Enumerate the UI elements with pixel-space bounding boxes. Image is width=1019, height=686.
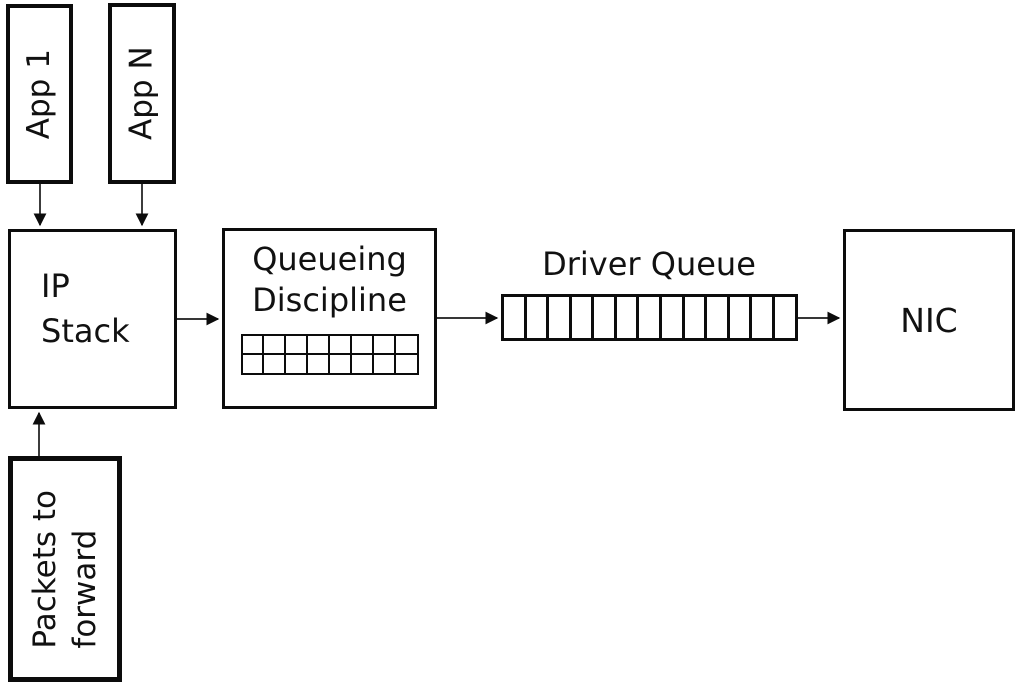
qdisc-label-line1: Queueing bbox=[252, 240, 407, 278]
qdisc-buffer-cell bbox=[394, 353, 419, 376]
node-nic: NIC bbox=[843, 229, 1015, 411]
qdisc-buffer-cell bbox=[350, 353, 375, 376]
qdisc-buffer-cell bbox=[328, 353, 353, 376]
node-packets-to-forward: Packets to forward bbox=[8, 456, 122, 682]
qdisc-label: Queueing Discipline bbox=[252, 239, 407, 321]
packets-label-line2: forward bbox=[67, 529, 104, 649]
driver-queue-label: Driver Queue bbox=[542, 245, 756, 283]
qdisc-buffer-cell bbox=[372, 353, 397, 376]
qdisc-label-line2: Discipline bbox=[252, 280, 407, 319]
qdisc-buffer-cell bbox=[284, 353, 309, 376]
qdisc-buffer-cell bbox=[306, 353, 331, 376]
qdisc-buffer-cell bbox=[240, 353, 265, 376]
ip-stack-label-line1: IP bbox=[41, 266, 70, 305]
qdisc-buffer-row bbox=[240, 353, 419, 376]
driver-buffer-cells bbox=[501, 294, 799, 341]
ip-stack-label-line2: Stack bbox=[41, 312, 130, 350]
nic-label: NIC bbox=[900, 300, 958, 340]
appN-label: App N bbox=[123, 46, 160, 141]
node-qdisc: Queueing Discipline bbox=[222, 228, 437, 409]
driver-buffer-cell bbox=[613, 294, 640, 341]
packets-to-forward-label: Packets to forward bbox=[25, 490, 106, 649]
node-appN: App N bbox=[108, 3, 176, 184]
qdisc-buffer-grid bbox=[240, 333, 419, 376]
qdisc-buffer-cell bbox=[262, 353, 287, 376]
node-ip-stack: IP Stack bbox=[8, 229, 177, 409]
ip-stack-label: IP Stack bbox=[11, 264, 130, 355]
node-app1: App 1 bbox=[6, 4, 73, 184]
driver-buffer-cell bbox=[771, 294, 799, 341]
app1-label: App 1 bbox=[21, 48, 58, 140]
packets-label-line1: Packets to bbox=[26, 489, 63, 649]
